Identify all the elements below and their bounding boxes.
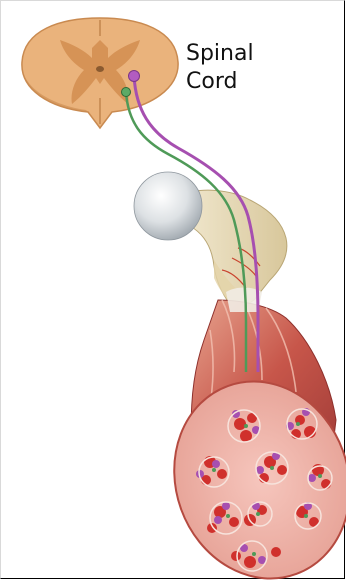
spinal-cord-cross-section-icon: [22, 18, 178, 128]
spinal-cord-label: Spinal Cord: [186, 40, 254, 96]
femur-bone-icon: [134, 172, 287, 318]
spinal-cord-label-line-2: Cord: [186, 68, 254, 96]
femur-head-icon: [134, 172, 202, 240]
spinal-cord-label-line-1: Spinal: [186, 40, 254, 68]
